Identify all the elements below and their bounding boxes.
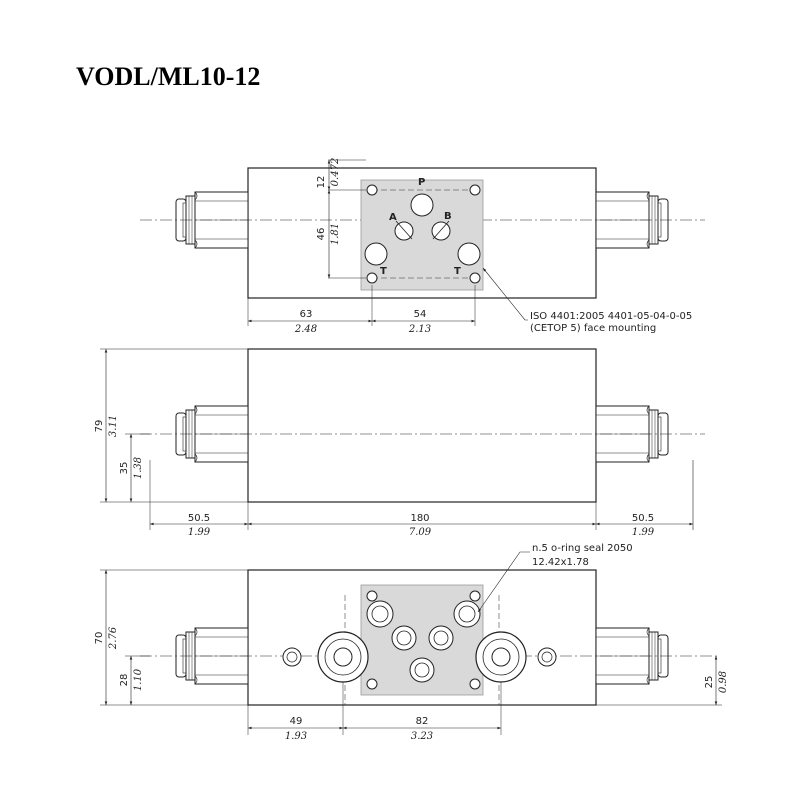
dim-79: 79 (94, 420, 105, 433)
dim-49: 49 (290, 716, 303, 727)
port-p-label: P (418, 177, 425, 188)
dim-28: 28 (119, 674, 130, 687)
dim-82-inch: 3.23 (411, 731, 433, 742)
dim-25-inch: 0.98 (718, 671, 729, 693)
bolt-hole (469, 272, 481, 284)
bottom-view: n.5 o-ring seal 2050 12.42x1.78 70 2.76 … (94, 543, 729, 742)
dim-54-inch: 2.13 (408, 324, 431, 335)
dim-25: 25 (704, 676, 715, 689)
dim-35: 35 (119, 462, 130, 475)
bolt-hole (469, 184, 481, 196)
top-view: P A B T T 12 0.472 46 1.81 63 2.48 54 2.… (140, 158, 705, 335)
dim-28-inch: 1.10 (133, 668, 144, 691)
oring-ports (366, 600, 481, 683)
dim-50-5-left-inch: 1.99 (188, 527, 211, 538)
port-t-left-circle (364, 242, 388, 266)
dim-12: 12 (316, 176, 327, 189)
port-a-label: A (389, 212, 397, 223)
drawing-title: VODL/ML10-12 (76, 62, 261, 91)
dim-12-inch: 0.472 (330, 158, 341, 187)
dim-70: 70 (94, 632, 105, 645)
body-outline-side (247, 348, 597, 503)
dim-63: 63 (300, 309, 313, 320)
dim-46: 46 (316, 228, 327, 241)
iso-note-line1: ISO 4401:2005 4401-05-04-0-05 (530, 311, 692, 322)
oring-note-line1: n.5 o-ring seal 2050 (532, 543, 633, 554)
dim-54: 54 (414, 309, 427, 320)
dim-50-5-right-inch: 1.99 (632, 527, 655, 538)
dim-180-inch: 7.09 (409, 527, 432, 538)
dim-35-inch: 1.38 (133, 457, 144, 479)
bolt-hole (366, 272, 378, 284)
port-b-label: B (444, 211, 452, 222)
dim-50-5-left: 50.5 (188, 513, 210, 524)
port-t-right-label: T (454, 266, 461, 277)
iso-note-line2: (CETOP 5) face mounting (530, 323, 656, 334)
oring-note-line2: 12.42x1.78 (532, 557, 589, 568)
dim-180: 180 (410, 513, 429, 524)
side-view: 79 3.11 35 1.38 50.5 1.99 180 7.09 50.5 … (94, 348, 705, 538)
dim-63-inch: 2.48 (294, 324, 317, 335)
dim-79-inch: 3.11 (108, 415, 119, 437)
bolt-hole (366, 184, 378, 196)
dim-50-5-right: 50.5 (632, 513, 654, 524)
dim-49-inch: 1.93 (285, 731, 307, 742)
dim-82: 82 (416, 716, 429, 727)
port-t-left-label: T (380, 266, 387, 277)
port-t-right-circle (457, 242, 481, 266)
port-p-circle (410, 193, 434, 217)
dim-46-inch: 1.81 (330, 223, 341, 245)
dim-70-inch: 2.76 (108, 626, 119, 650)
